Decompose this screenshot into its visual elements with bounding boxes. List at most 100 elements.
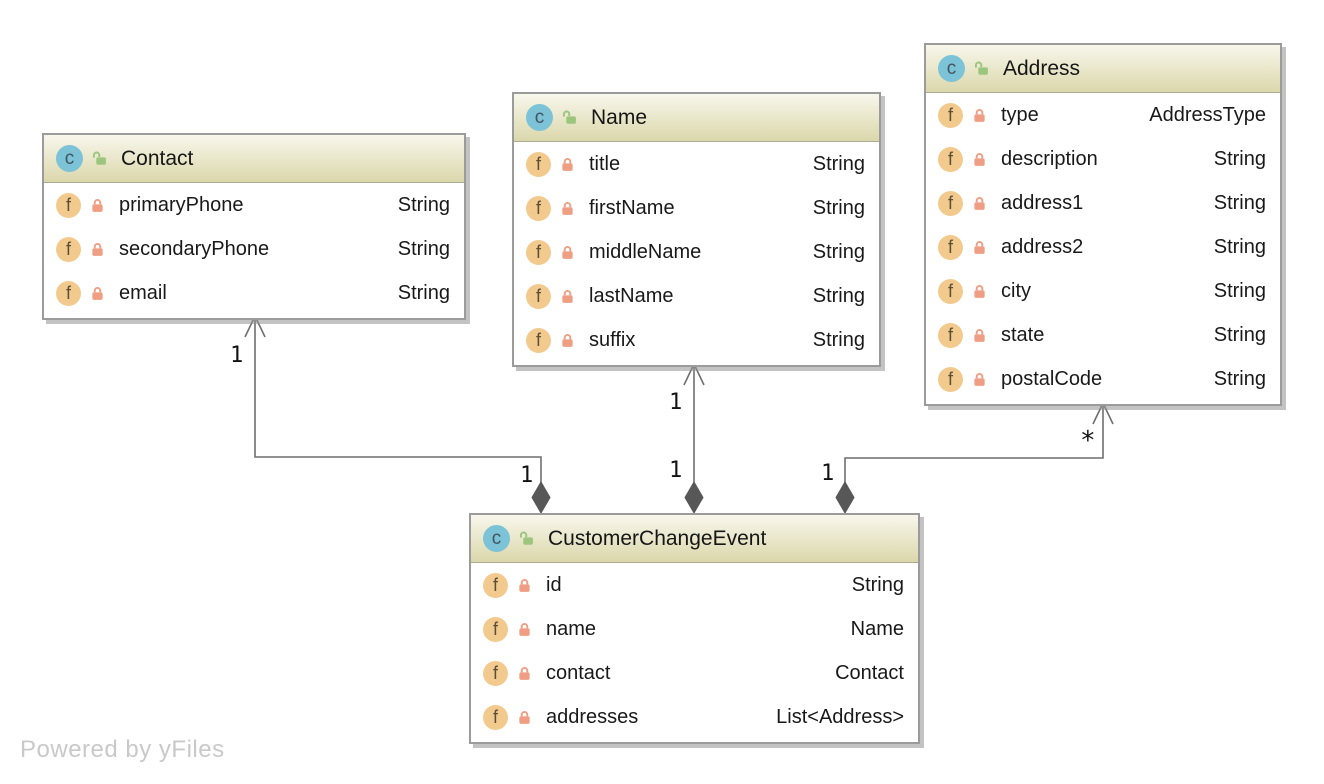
field-type: String — [397, 237, 450, 260]
class-icon: c — [526, 104, 553, 131]
class-node-contact[interactable]: c Contact f primaryPhone String f second… — [42, 133, 466, 320]
locked-icon — [560, 245, 575, 260]
class-header[interactable]: c Name — [514, 94, 879, 142]
unlocked-icon — [519, 531, 534, 546]
field-type: String — [812, 240, 865, 263]
field-name: middleName — [589, 240, 702, 263]
field-type: String — [812, 152, 865, 175]
field-icon: f — [483, 704, 508, 730]
field-row[interactable]: f name Name — [471, 607, 918, 651]
class-name: Address — [1003, 56, 1081, 80]
class-header[interactable]: c Address — [926, 45, 1280, 93]
field-icon: f — [938, 190, 963, 216]
field-icon: f — [938, 278, 963, 304]
field-name: secondaryPhone — [119, 237, 270, 260]
field-type: String — [1213, 235, 1266, 258]
field-row[interactable]: f firstName String — [514, 186, 879, 230]
class-name: Name — [591, 105, 648, 129]
field-name: postalCode — [1001, 367, 1103, 390]
field-name: address1 — [1001, 191, 1084, 214]
field-name: id — [546, 573, 562, 596]
field-row[interactable]: f postalCode String — [926, 357, 1280, 401]
field-row[interactable]: f city String — [926, 269, 1280, 313]
field-name: state — [1001, 323, 1045, 346]
field-name: addresses — [546, 705, 639, 728]
class-icon: c — [938, 55, 965, 82]
edge-cce-name[interactable] — [683, 362, 705, 514]
field-type: String — [1213, 367, 1266, 390]
locked-icon — [517, 578, 532, 593]
field-row[interactable]: f secondaryPhone String — [44, 227, 464, 271]
field-row[interactable]: f title String — [514, 142, 879, 186]
class-icon: c — [56, 145, 83, 172]
field-name: lastName — [589, 284, 674, 307]
field-icon: f — [56, 280, 81, 306]
edge-cce-contact[interactable] — [244, 314, 551, 514]
field-row[interactable]: f lastName String — [514, 274, 879, 318]
class-node-name[interactable]: c Name f title String f firstName String… — [512, 92, 881, 367]
field-icon: f — [483, 572, 508, 598]
field-type: String — [397, 193, 450, 216]
multiplicity-label: 1 — [669, 390, 683, 415]
field-type: String — [812, 284, 865, 307]
locked-icon — [560, 289, 575, 304]
field-icon: f — [938, 146, 963, 172]
field-type: AddressType — [1149, 103, 1266, 126]
field-row[interactable]: f suffix String — [514, 318, 879, 362]
field-name: description — [1001, 147, 1098, 170]
locked-icon — [560, 157, 575, 172]
locked-icon — [972, 152, 987, 167]
locked-icon — [972, 328, 987, 343]
field-row[interactable]: f contact Contact — [471, 651, 918, 695]
locked-icon — [972, 372, 987, 387]
field-name: city — [1001, 279, 1031, 302]
class-node-address[interactable]: c Address f type AddressType f descripti… — [924, 43, 1282, 406]
field-name: firstName — [589, 196, 675, 219]
field-icon: f — [938, 234, 963, 260]
field-row[interactable]: f address1 String — [926, 181, 1280, 225]
field-type: List<Address> — [776, 705, 904, 728]
locked-icon — [972, 196, 987, 211]
field-type: Contact — [835, 661, 904, 684]
field-row[interactable]: f id String — [471, 563, 918, 607]
class-icon: c — [483, 525, 510, 552]
multiplicity-label: * — [1080, 426, 1096, 456]
multiplicity-label: 1 — [821, 461, 835, 486]
field-name: contact — [546, 661, 611, 684]
field-name: title — [589, 152, 621, 175]
unlocked-icon — [974, 61, 989, 76]
field-icon: f — [526, 239, 551, 265]
field-row[interactable]: f middleName String — [514, 230, 879, 274]
field-type: String — [812, 328, 865, 351]
field-row[interactable]: f email String — [44, 271, 464, 315]
field-icon: f — [483, 660, 508, 686]
multiplicity-label: 1 — [669, 458, 683, 483]
field-row[interactable]: f description String — [926, 137, 1280, 181]
field-icon: f — [938, 102, 963, 128]
field-icon: f — [56, 192, 81, 218]
class-header[interactable]: c Contact — [44, 135, 464, 183]
unlocked-icon — [92, 151, 107, 166]
locked-icon — [90, 198, 105, 213]
locked-icon — [560, 201, 575, 216]
field-row[interactable]: f primaryPhone String — [44, 183, 464, 227]
field-type: String — [1213, 147, 1266, 170]
field-icon: f — [526, 283, 551, 309]
locked-icon — [560, 333, 575, 348]
field-row[interactable]: f addresses List<Address> — [471, 695, 918, 739]
class-node-customerchangeevent[interactable]: c CustomerChangeEvent f id String f name… — [469, 513, 920, 744]
field-type: String — [397, 281, 450, 304]
field-icon: f — [938, 366, 963, 392]
locked-icon — [972, 240, 987, 255]
powered-by-yfiles-link[interactable]: Powered by yFiles — [20, 736, 225, 763]
field-row[interactable]: f address2 String — [926, 225, 1280, 269]
class-header[interactable]: c CustomerChangeEvent — [471, 515, 918, 563]
locked-icon — [517, 666, 532, 681]
edge-cce-address[interactable] — [835, 401, 1114, 514]
locked-icon — [517, 622, 532, 637]
field-type: String — [1213, 323, 1266, 346]
field-row[interactable]: f state String — [926, 313, 1280, 357]
field-icon: f — [526, 327, 551, 353]
field-row[interactable]: f type AddressType — [926, 93, 1280, 137]
